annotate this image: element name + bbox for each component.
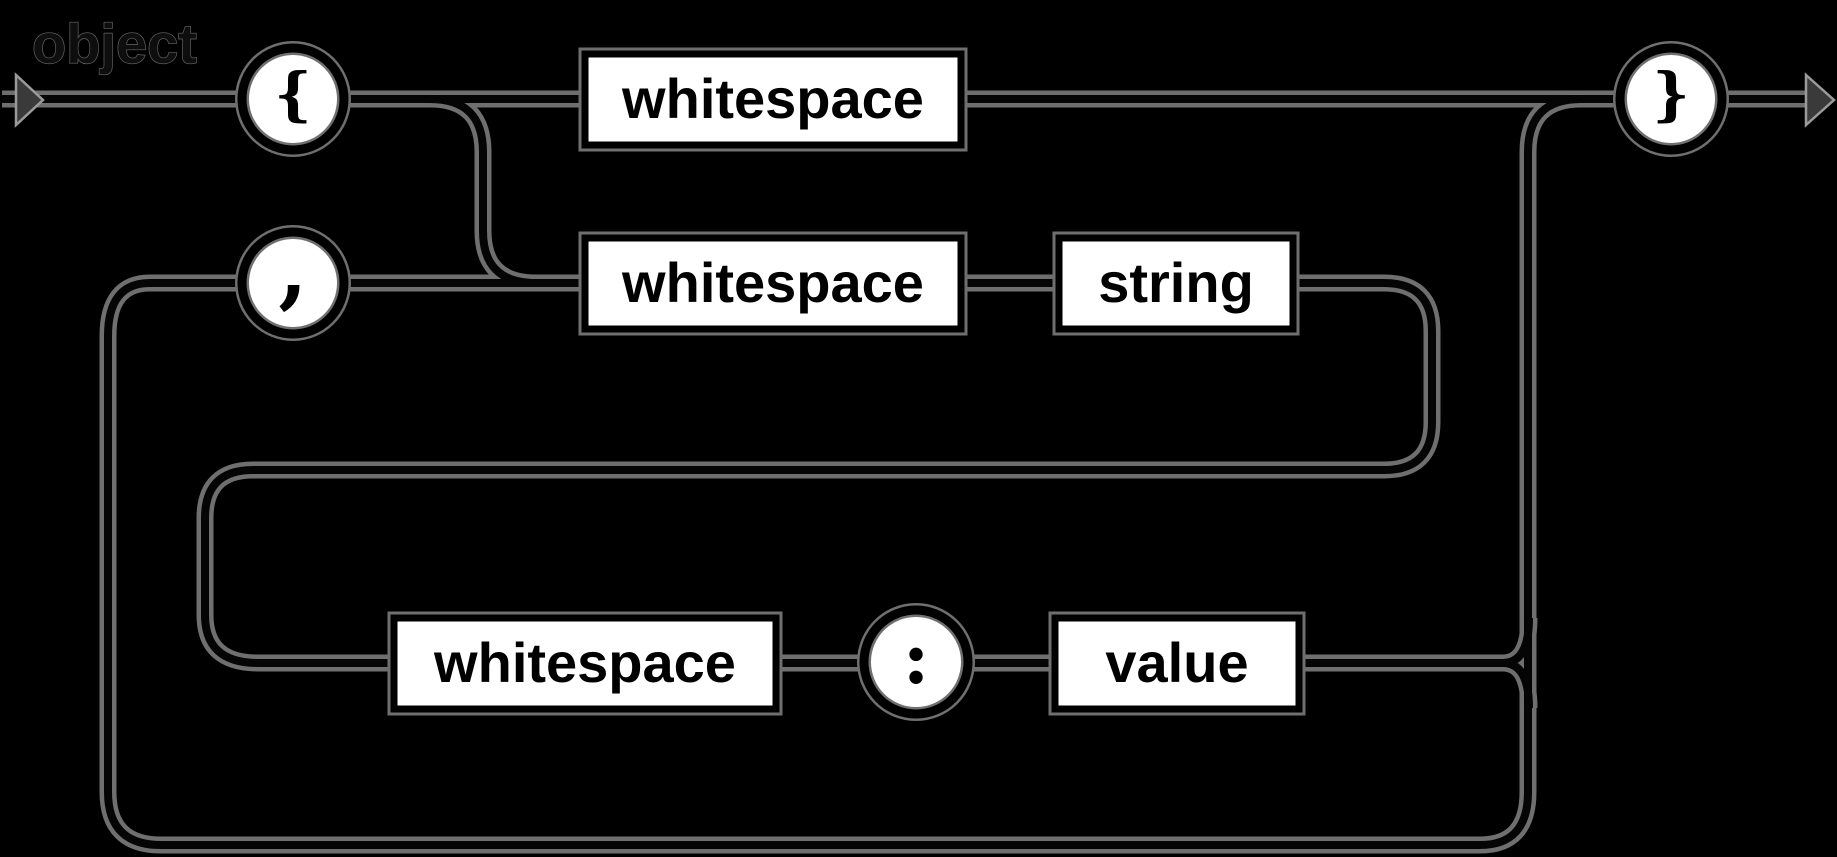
comma-label: , bbox=[278, 219, 307, 318]
node-whitespace-value: whitespace bbox=[387, 611, 783, 716]
open-brace-label: { bbox=[274, 60, 311, 128]
whitespace-top-label: whitespace bbox=[621, 67, 924, 130]
node-close-brace: } bbox=[1613, 41, 1729, 157]
value-label: value bbox=[1105, 631, 1248, 694]
node-whitespace-top: whitespace bbox=[578, 47, 968, 152]
colon-label: : bbox=[903, 615, 930, 700]
node-open-brace: { bbox=[235, 41, 351, 157]
node-comma: , bbox=[235, 219, 351, 341]
whitespace-value-label: whitespace bbox=[433, 631, 736, 694]
rule-label: object bbox=[32, 12, 197, 75]
whitespace-member-label: whitespace bbox=[621, 251, 924, 314]
node-colon: : bbox=[857, 603, 975, 721]
string-label: string bbox=[1098, 251, 1254, 314]
exit-arrow-icon bbox=[1804, 72, 1836, 128]
close-brace-label: } bbox=[1652, 60, 1689, 128]
node-whitespace-member: whitespace bbox=[578, 231, 968, 336]
entry-arrow-icon bbox=[14, 72, 45, 128]
node-string: string bbox=[1052, 231, 1300, 336]
node-value: value bbox=[1048, 611, 1306, 716]
track-lines bbox=[2, 99, 1806, 845]
